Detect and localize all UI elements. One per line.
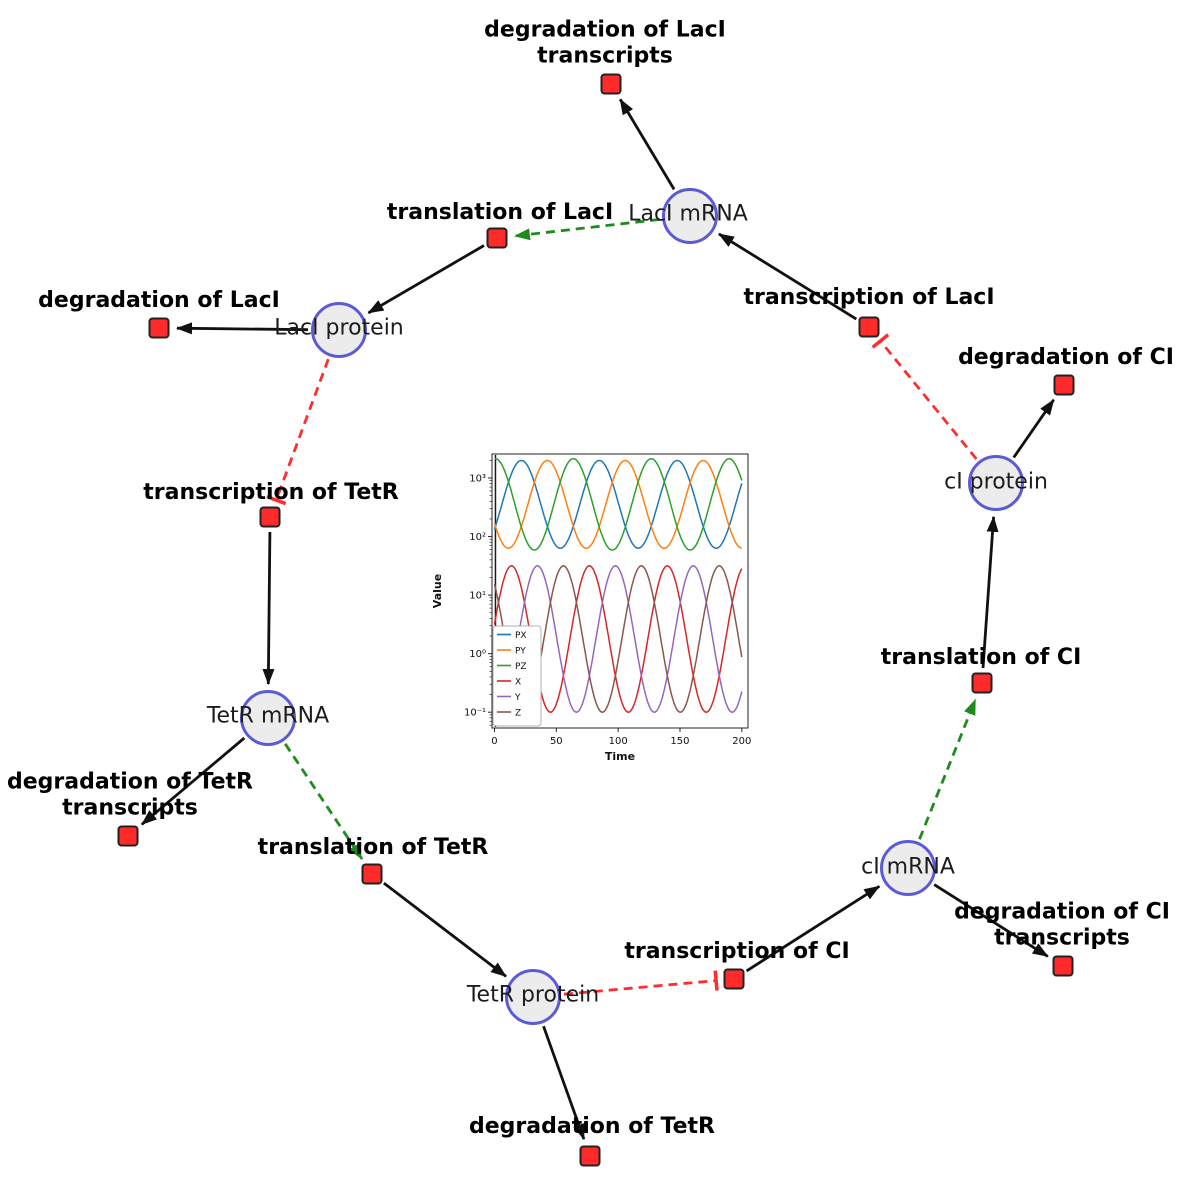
edge-production-txn_tetr-to-tetr_mrna: [262, 531, 275, 685]
reaction-label-translation-of-ci: translation of CI: [880, 644, 1082, 670]
species-node-ci-protein: [968, 455, 1024, 511]
reaction-label-degradation-of-tetr-transcripts: degradation of TetR transcripts: [6, 769, 253, 821]
reaction-label-degradation-of-ci-transcripts: degradation of CI transcripts: [954, 899, 1170, 951]
reaction-node-degradation-of-ci-transcripts: [1052, 955, 1074, 977]
edge-production-txn_ci-to-ci_mrna: [745, 885, 881, 973]
x-tick-label: 100: [609, 736, 628, 747]
y-tick-label: 10²: [469, 532, 486, 543]
species-node-laci-mrna: [662, 188, 718, 244]
species-label-tetr-mrna: TetR mRNA: [206, 703, 330, 729]
legend-box: [492, 625, 542, 727]
x-tick-label: 200: [732, 736, 751, 747]
species-label-ci-protein: cI protein: [944, 469, 1048, 495]
legend-label-Z: Z: [515, 709, 521, 719]
reaction-node-translation-of-laci: [486, 227, 508, 249]
reaction-label-degradation-of-laci: degradation of LacI: [38, 287, 280, 313]
reaction-label-transcription-of-laci: transcription of LacI: [743, 284, 995, 310]
reaction-label-translation-of-tetr: translation of TetR: [257, 834, 489, 860]
legend-label-PX: PX: [515, 631, 527, 641]
reaction-node-transcription-of-laci: [858, 316, 880, 338]
edge-consumption-tetr_protein-to-deg_tetr: [542, 1025, 586, 1141]
edge-consumption-ci_mrna-to-deg_ci_tx: [933, 883, 1049, 958]
reaction-label-translation-of-laci: translation of LacI: [386, 199, 614, 225]
legend-label-X: X: [515, 678, 521, 688]
reaction-label-degradation-of-ci: degradation of CI: [958, 344, 1174, 370]
species-node-ci-mrna: [880, 840, 936, 896]
species-label-ci-mrna: cI mRNA: [861, 854, 955, 880]
y-tick-label: 10¹: [469, 591, 486, 602]
reaction-node-degradation-of-tetr: [579, 1145, 601, 1167]
legend-label-PY: PY: [515, 647, 526, 657]
x-tick-label: 50: [550, 736, 563, 747]
x-tick-label: 150: [670, 736, 689, 747]
y-axis-label: Value: [431, 574, 444, 608]
chart-series-PX: [493, 459, 743, 549]
reaction-node-degradation-of-tetr-transcripts: [117, 825, 139, 847]
edge-consumption-tetr_mrna-to-deg_tetr_tx: [140, 736, 246, 826]
legend-label-Y: Y: [514, 693, 521, 703]
chart-series-PZ: [494, 457, 743, 551]
edge-production-transl_laci-to-laci_protein: [367, 244, 485, 315]
y-tick-label: 10⁰: [469, 649, 486, 660]
edge-consumption-laci_mrna-to-deg_laci_tx: [618, 98, 676, 191]
species-label-laci-protein: LacI protein: [274, 315, 404, 341]
reaction-label-transcription-of-tetr: transcription of TetR: [143, 479, 399, 505]
edge-consumption-ci_protein-to-deg_ci: [1012, 398, 1055, 459]
reaction-node-degradation-of-ci: [1053, 374, 1075, 396]
legend-label-PZ: PZ: [515, 662, 527, 672]
edge-production-txn_laci-to-laci_mrna: [718, 232, 858, 321]
edge-modifier-tetr_mrna-to-transl_tetr: [284, 743, 364, 860]
chart-legend: PX PY PZ XYZ: [492, 625, 542, 727]
edge-inhibition-ci_protein-to-txn_laci: [871, 333, 978, 460]
reaction-label-degradation-of-tetr: degradation of TetR: [468, 1113, 716, 1139]
chart-series-PY: [493, 459, 742, 549]
reaction-node-transcription-of-tetr: [259, 506, 281, 528]
reaction-label-transcription-of-ci: transcription of CI: [624, 938, 850, 964]
species-node-laci-protein: [311, 302, 367, 358]
reaction-node-transcription-of-ci: [723, 968, 745, 990]
edge-modifier-laci_mrna-to-transl_laci: [513, 218, 660, 241]
species-label-tetr-protein: TetR protein: [466, 982, 600, 1008]
edge-inhibition-tetr_protein-to-txn_ci: [563, 970, 719, 996]
reaction-node-degradation-of-laci: [148, 317, 170, 339]
species-node-tetr-mrna: [240, 690, 296, 746]
chart-series-Y: [493, 565, 743, 713]
y-tick-label: 10³: [469, 474, 486, 485]
reaction-node-translation-of-ci: [971, 672, 993, 694]
x-axis-label: Time: [605, 750, 635, 763]
species-node-tetr-protein: [505, 969, 561, 1025]
y-tick-label: 10⁻¹: [464, 708, 486, 719]
edge-production-transl_tetr-to-tetr_protein: [383, 881, 507, 978]
reaction-label-degradation-of-laci-transcripts: degradation of LacI transcripts: [484, 17, 726, 69]
edge-inhibition-laci_protein-to-txn_tetr: [266, 358, 330, 506]
x-tick-label: 0: [491, 736, 497, 747]
edge-modifier-ci_mrna-to-transl_ci: [918, 698, 977, 840]
reaction-node-degradation-of-laci-transcripts: [600, 73, 622, 95]
reaction-node-translation-of-tetr: [361, 863, 383, 885]
edge-production-transl_ci-to-ci_protein: [981, 515, 999, 669]
edge-consumption-laci_protein-to-deg_laci: [176, 322, 309, 335]
species-label-laci-mrna: LacI mRNA: [628, 201, 748, 227]
